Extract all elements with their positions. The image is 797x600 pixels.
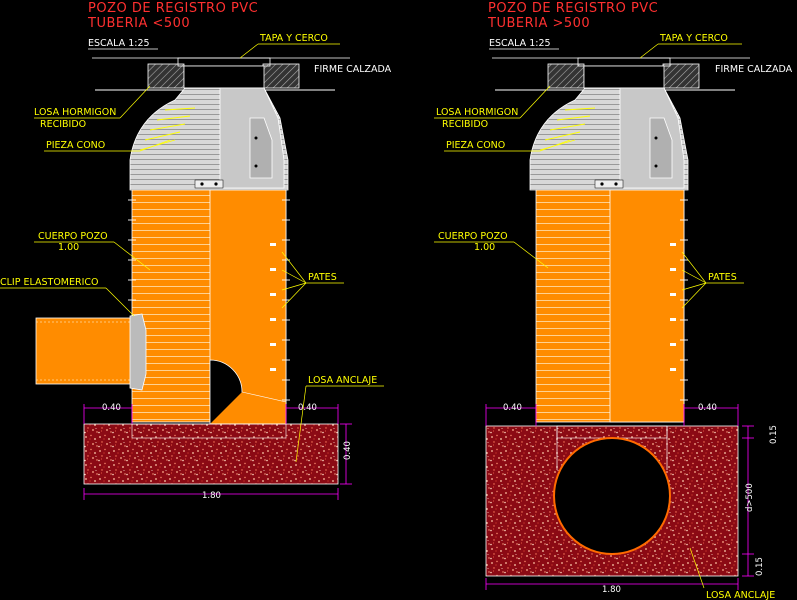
right-leader-anclaje	[689, 547, 705, 589]
right-leader-losa-arrow	[519, 85, 551, 119]
left-side-pipe	[35, 317, 133, 385]
left-base-recess	[131, 423, 287, 439]
right-cone-ribs	[539, 107, 596, 151]
right-main-pipe	[553, 437, 671, 555]
left-leader-tapa-arrow	[239, 43, 259, 59]
left-dim-height: 0.40	[343, 441, 353, 460]
right-cone-clip	[594, 179, 624, 189]
right-leader-tapa-arrow	[639, 43, 659, 59]
right-clip-bolt-2	[614, 182, 618, 186]
right-label-cuerpo-2: 1.00	[474, 242, 495, 253]
left-manhole: POZO DE REGISTRO PVC TUBERIA <500 ESCALA…	[0, 1, 392, 501]
left-bolt-1	[254, 136, 258, 140]
left-slab-block-left	[147, 63, 185, 89]
left-body-edge-ribs	[128, 199, 290, 401]
right-cone-step	[649, 117, 673, 179]
left-label-firme: FIRME CALZADA	[314, 64, 392, 75]
left-leader-losa-arrow	[119, 85, 151, 119]
right-label-firme: FIRME CALZADA	[715, 64, 793, 75]
right-label-pates: PATES	[708, 272, 737, 283]
left-clip-bolt-1	[200, 182, 204, 186]
right-leader-cono-arrow	[539, 139, 571, 152]
right-dim-right: 0.40	[698, 403, 717, 413]
right-dim-left: 0.40	[503, 403, 522, 413]
left-leader-cono-arrow	[139, 139, 171, 152]
right-dimensions	[485, 404, 754, 590]
right-title-line2: TUBERIA >500	[487, 16, 590, 31]
left-cone-step	[249, 117, 273, 179]
left-clip-bolt-2	[214, 182, 218, 186]
left-cone-ribs	[139, 107, 196, 151]
left-leader-pates	[281, 251, 344, 309]
left-title-line1: POZO DE REGISTRO PVC	[88, 1, 258, 16]
right-dim-bottom: 0.15	[755, 557, 765, 576]
right-body-inner	[609, 189, 685, 423]
right-scale: ESCALA 1:25	[489, 38, 551, 49]
left-leader-anclaje-arrow	[295, 385, 307, 463]
left-label-anclaje: LOSA ANCLAJE	[308, 375, 377, 386]
left-dim-left: 0.40	[102, 403, 121, 413]
left-title-line2: TUBERIA <500	[87, 16, 190, 31]
left-label-losa-1: LOSA HORMIGON	[34, 107, 116, 118]
left-cover-neck	[183, 65, 265, 89]
left-label-cuerpo-2: 1.00	[58, 242, 79, 253]
left-cone-clip	[194, 179, 224, 189]
left-dim-width: 1.80	[202, 491, 221, 501]
right-dim-width: 1.80	[602, 585, 621, 595]
right-slab-block-right	[662, 63, 700, 89]
right-label-tapa: TAPA Y CERCO	[659, 33, 728, 44]
right-slab-block-left	[547, 63, 585, 89]
left-dimensions	[83, 404, 352, 500]
left-cover-frame	[177, 57, 271, 67]
left-base-slab	[83, 423, 339, 485]
right-bolt-2	[654, 164, 658, 168]
right-label-anclaje: LOSA ANCLAJE	[706, 590, 775, 600]
right-leader-pates	[681, 251, 744, 309]
right-dim-diameter: d>500	[745, 483, 755, 512]
left-label-cono: PIEZA CONO	[46, 140, 105, 151]
right-clip-bolt-1	[600, 182, 604, 186]
right-label-cuerpo-1: CUERPO POZO	[438, 231, 508, 242]
right-title-line1: POZO DE REGISTRO PVC	[488, 1, 658, 16]
right-dim-top: 0.15	[769, 425, 779, 444]
right-bolt-1	[654, 136, 658, 140]
left-elastomeric-clip	[129, 313, 147, 391]
right-body-edge-ribs	[680, 199, 688, 401]
right-pates	[670, 243, 676, 371]
left-bolt-2	[254, 164, 258, 168]
right-leader-cuerpo-arrow	[513, 241, 549, 269]
left-leader-clip-arrow	[105, 287, 135, 317]
left-label-pates: PATES	[308, 272, 337, 283]
left-label-cuerpo-1: CUERPO POZO	[38, 231, 108, 242]
left-leader-cuerpo-arrow	[113, 241, 151, 271]
left-slab-block-right	[262, 63, 300, 89]
right-label-losa-1: LOSA HORMIGON	[436, 107, 518, 118]
right-manhole: POZO DE REGISTRO PVC TUBERIA >500 ESCALA…	[434, 1, 793, 600]
left-label-tapa: TAPA Y CERCO	[259, 33, 328, 44]
left-scale: ESCALA 1:25	[88, 38, 150, 49]
left-pates	[270, 243, 276, 371]
left-label-clip: CLIP ELASTOMERICO	[0, 277, 99, 288]
left-label-losa-2: RECIBIDO	[40, 119, 86, 130]
left-dim-right: 0.40	[298, 403, 317, 413]
right-cover-frame	[577, 57, 671, 67]
right-label-cono: PIEZA CONO	[446, 140, 505, 151]
right-cover-neck	[583, 65, 665, 89]
right-label-losa-2: RECIBIDO	[442, 119, 488, 130]
